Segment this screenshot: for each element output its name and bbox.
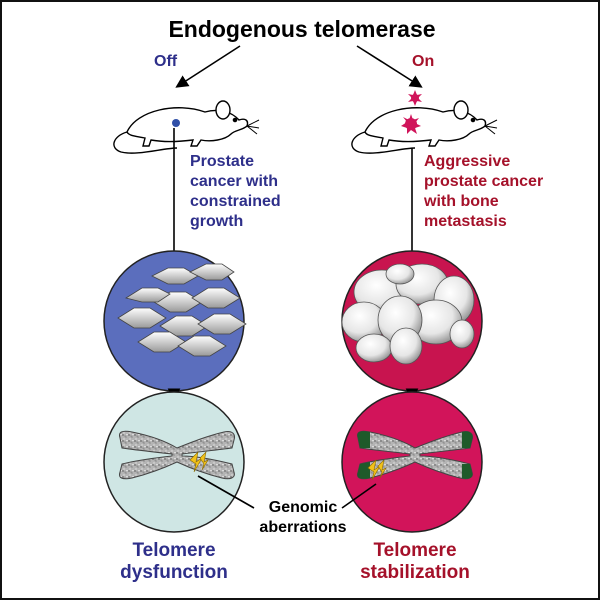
tumor-dot-left [172, 119, 180, 127]
constrained-tumor-disc [103, 250, 247, 392]
arrow-title-to-on [356, 45, 423, 88]
break-mark-right [367, 459, 387, 481]
state-off-label: Off [154, 53, 178, 70]
chromosome-left [119, 430, 235, 480]
telomere-dysfunction-label: Telomere dysfunction [120, 540, 228, 583]
telomere-stabilization-label: Telomere stabilization [360, 540, 470, 583]
mouse-icon-right [351, 90, 498, 154]
arrow-title-to-off [175, 45, 241, 88]
break-mark-left [189, 451, 209, 473]
pointer-to-left-break [197, 475, 255, 509]
left-outcome-text: Prostate cancer with constrained growth [190, 153, 281, 230]
state-on-label: On [412, 53, 435, 70]
telomere-dysfunction-disc [103, 391, 245, 533]
mouse-icon-left [113, 100, 260, 154]
genomic-aberrations-label: Genomic aberrations [259, 499, 347, 536]
tumor-sites-right [401, 90, 422, 134]
telomere-stabilization-disc [341, 391, 483, 533]
aggressive-tumor-disc [341, 250, 483, 392]
right-outcome-text: Aggressive prostate cancer with bone met… [424, 153, 544, 230]
figure-title: Endogenous telomerase [168, 16, 436, 42]
telomere-caps [357, 431, 473, 479]
pointer-to-right-break [341, 483, 377, 509]
